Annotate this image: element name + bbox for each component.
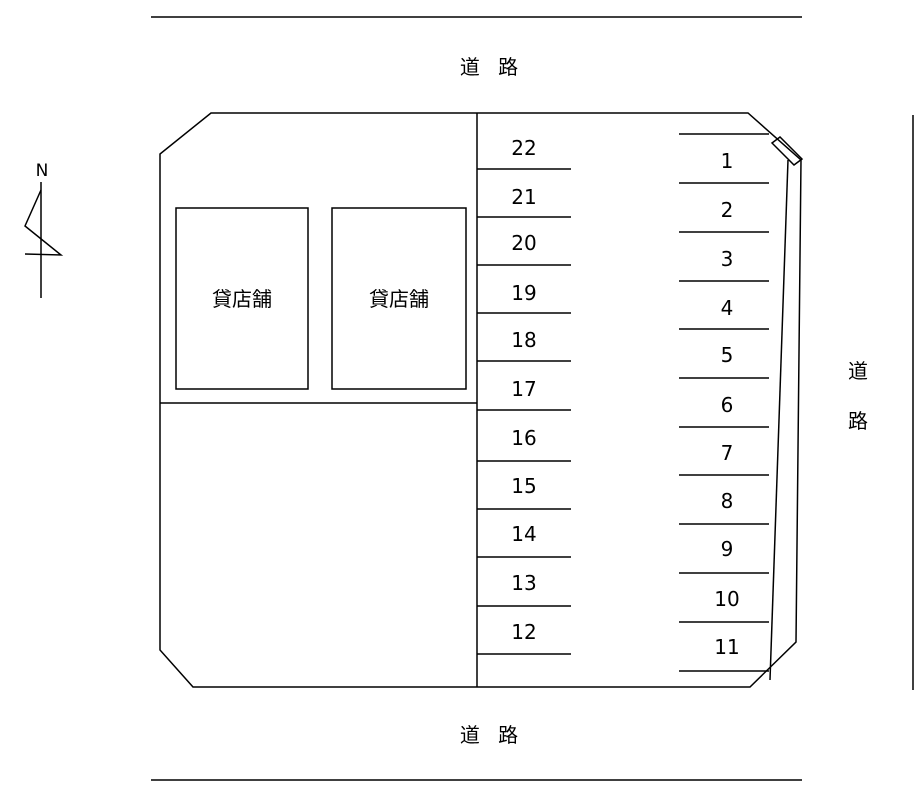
east-road-label-bottom: 路 <box>848 409 868 433</box>
south-road-label: 道 路 <box>460 723 524 747</box>
parking-space-label: 20 <box>511 231 536 255</box>
shop-unit-east <box>331 207 467 390</box>
parking-space-label: 10 <box>714 587 739 611</box>
parking-space-label: 21 <box>511 185 536 209</box>
lot-boundary <box>159 112 802 688</box>
parking-space-label: 8 <box>721 489 734 513</box>
parking-space-label: 7 <box>721 441 734 465</box>
parking-space-label: 3 <box>721 247 734 271</box>
parking-space-label: 1 <box>721 149 734 173</box>
parking-space-label: 17 <box>511 377 536 401</box>
shop-label-east: 貸店舗 <box>369 287 429 311</box>
parking-space-label: 14 <box>511 522 536 546</box>
parking-left-dividers <box>477 168 571 655</box>
parking-space-label: 22 <box>511 136 536 160</box>
parking-space-label: 18 <box>511 328 536 352</box>
shop-unit-west <box>175 207 309 390</box>
east-road-label-top: 道 <box>848 359 868 383</box>
corner-marker <box>770 136 804 166</box>
parking-space-label: 16 <box>511 426 536 450</box>
parking-space-label: 2 <box>721 198 734 222</box>
parking-space-label: 4 <box>721 296 734 320</box>
compass-label: N <box>36 161 49 181</box>
parking-space-label: 12 <box>511 620 536 644</box>
lot-east-inner-edge <box>769 159 789 681</box>
parking-space-label: 9 <box>721 537 734 561</box>
parking-space-label: 6 <box>721 393 734 417</box>
parking-right-dividers <box>679 133 769 672</box>
parking-space-label: 15 <box>511 474 536 498</box>
parking-space-label: 5 <box>721 343 734 367</box>
parking-space-label: 11 <box>714 635 739 659</box>
shop-label-west: 貸店舗 <box>212 287 272 311</box>
north-road-label: 道 路 <box>460 55 524 79</box>
parking-left-labels: 22 21 20 19 18 17 16 15 14 13 12 <box>511 136 536 644</box>
north-arrow-icon <box>24 182 64 298</box>
parking-right-labels: 1 2 3 4 5 6 7 8 9 10 11 <box>714 149 739 659</box>
parking-space-label: 13 <box>511 571 536 595</box>
parking-space-label: 19 <box>511 281 536 305</box>
